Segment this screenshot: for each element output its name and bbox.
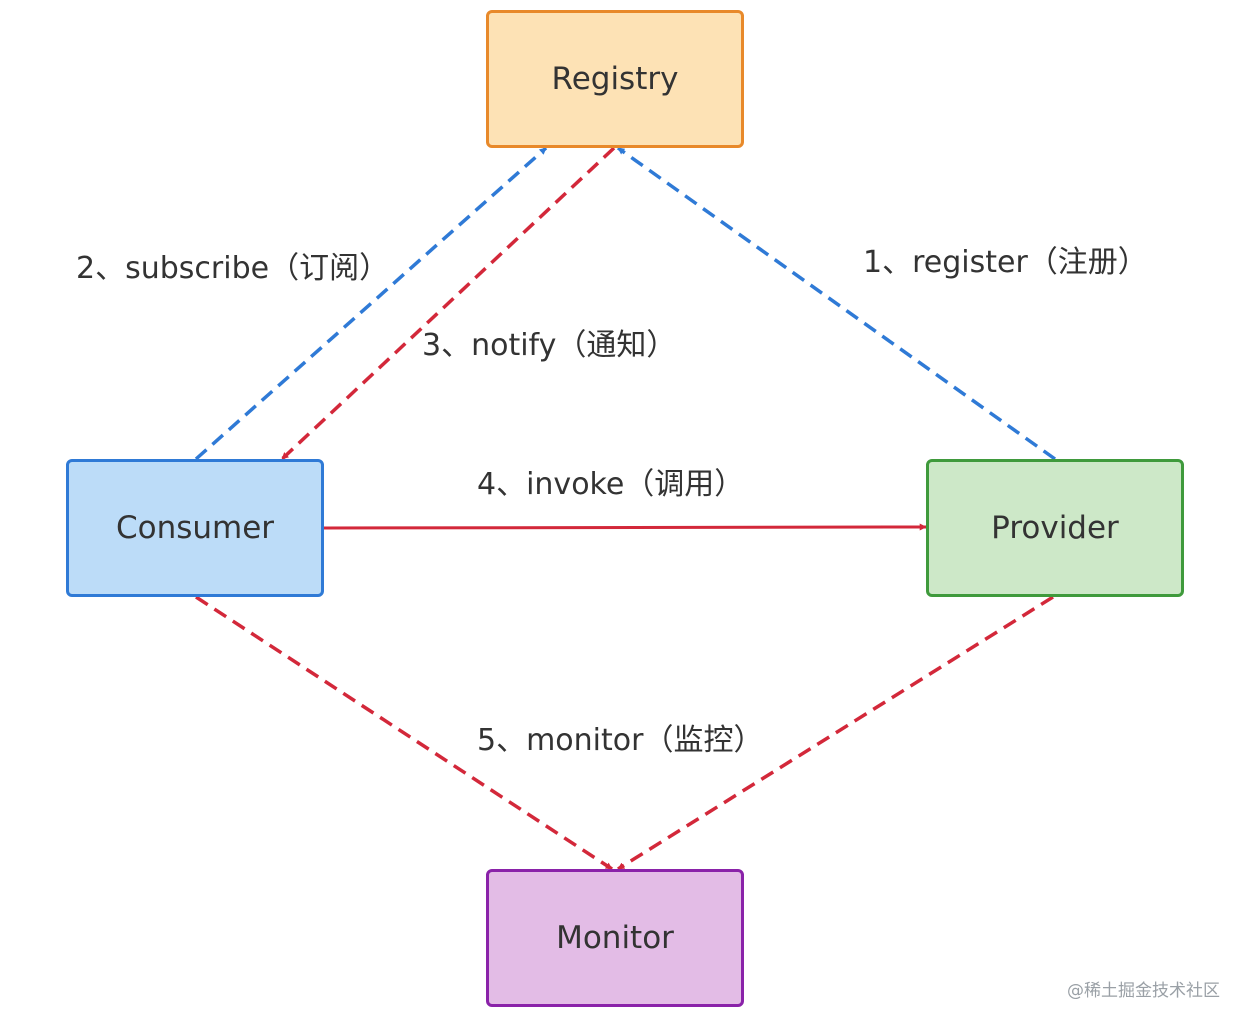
consumer-label: Consumer xyxy=(115,510,275,546)
monitor-node: Monitor xyxy=(486,869,744,1007)
registry-label: Registry xyxy=(551,61,679,97)
notify-arrow xyxy=(280,146,616,461)
register-edge-label: 1、register（注册） xyxy=(863,245,1148,280)
monitor-label: Monitor xyxy=(556,920,674,956)
registry-node: Registry xyxy=(486,10,744,148)
notify-edge-label: 3、notify（通知） xyxy=(422,328,677,363)
subscribe-arrow xyxy=(194,146,548,461)
invoke-arrow xyxy=(323,523,927,531)
monitor-edge-label: 5、monitor（监控） xyxy=(477,723,764,758)
provider-label: Provider xyxy=(991,510,1119,546)
provider-node: Provider xyxy=(926,459,1184,597)
register-arrow xyxy=(616,146,1057,461)
provider-monitor-arrow xyxy=(617,595,1054,871)
consumer-monitor-arrow xyxy=(195,595,613,871)
subscribe-edge-label: 2、subscribe（订阅） xyxy=(76,251,390,286)
consumer-node: Consumer xyxy=(66,459,324,597)
invoke-edge-label: 4、invoke（调用） xyxy=(477,467,745,502)
watermark-text: @稀土掘金技术社区 xyxy=(1067,981,1220,1001)
